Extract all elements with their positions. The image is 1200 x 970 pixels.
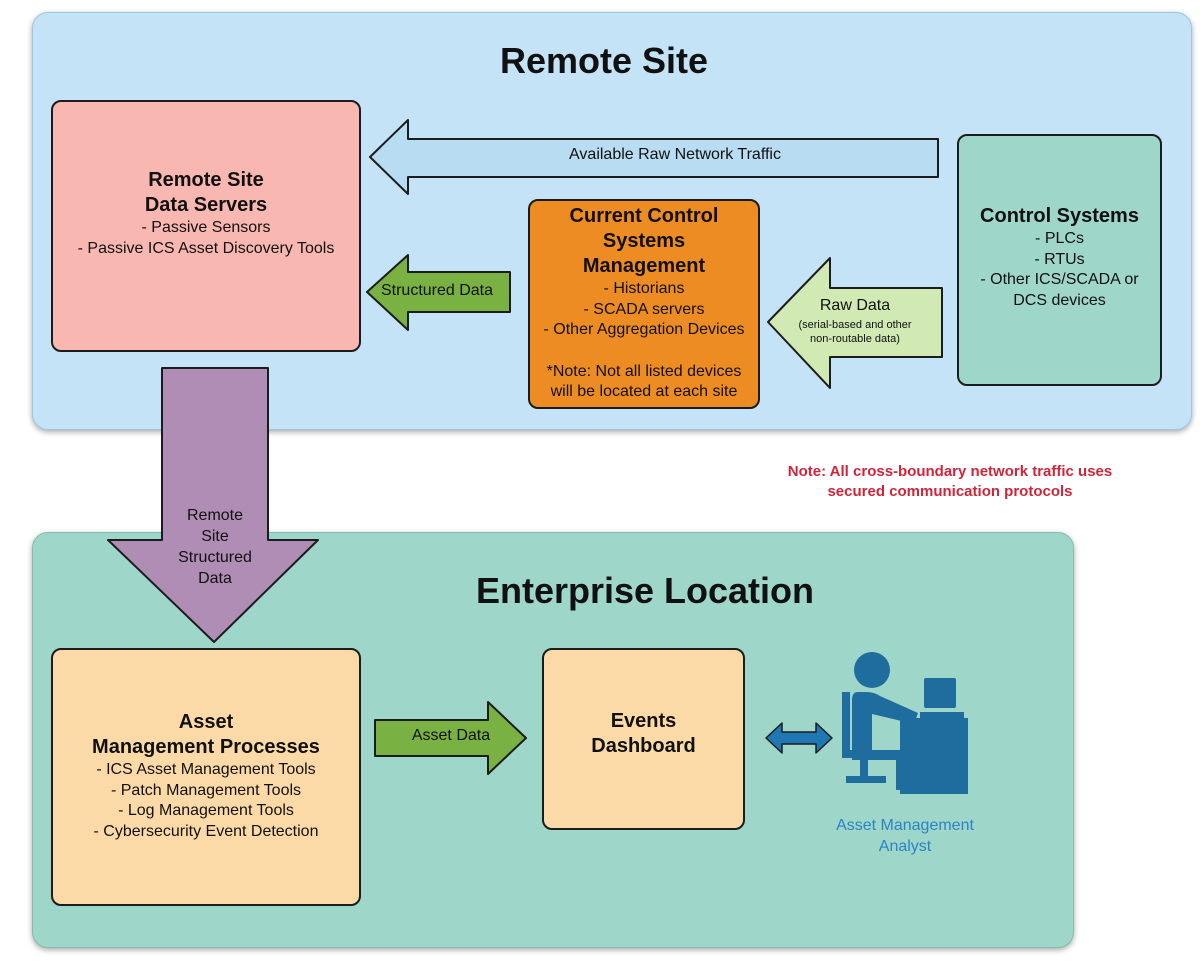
raw-data-arrow (767, 257, 943, 389)
enterprise-location-title: Enterprise Location (475, 570, 815, 611)
asset-mgmt-item: - Cybersecurity Event Detection (93, 822, 319, 840)
events-dashboard-title-line: Dashboard (591, 735, 696, 757)
asset-mgmt-title-line: Asset (178, 711, 234, 733)
events-dashboard-title-line: Events (610, 710, 677, 732)
remote-servers-item: - Passive Sensors (141, 219, 271, 236)
control-systems-item: - RTUs (1034, 250, 1085, 268)
asset-mgmt-title-line: Management Processes (92, 736, 320, 758)
analyst-caption-line: Analyst (878, 838, 932, 855)
raw-data-subline: (serial-based and other (798, 319, 912, 331)
structured-data-label: Structured Data (380, 282, 494, 299)
raw-data-subline: non-routable data) (810, 333, 900, 345)
control-mgmt-title-line: Current Control (569, 205, 719, 227)
remote-structured-data-label-line: Site (201, 528, 229, 545)
asset-mgmt-item: - Patch Management Tools (110, 781, 302, 799)
events-dashboard-box: Events Dashboard (542, 648, 745, 830)
control-systems-title: Control Systems (980, 205, 1139, 227)
remote-site-title: Remote Site (499, 40, 709, 81)
control-mgmt-note-line: *Note: Not all listed devices (546, 362, 742, 380)
current-control-systems-management-box: Current Control Systems Management - His… (528, 199, 760, 409)
control-systems-box: Control Systems - PLCs - RTUs - Other IC… (957, 134, 1162, 386)
asset-mgmt-item: - ICS Asset Management Tools (96, 761, 316, 778)
control-mgmt-item: - Historians (603, 280, 685, 297)
control-systems-item: DCS devices (1013, 291, 1106, 309)
structured-data-arrow (366, 254, 511, 331)
remote-structured-data-label-line: Data (198, 570, 232, 587)
control-mgmt-item: - Other Aggregation Devices (543, 321, 745, 338)
remote-structured-data-label-line: Structured (178, 549, 252, 566)
raw-network-traffic-arrow (369, 119, 939, 195)
control-mgmt-title-line: Management (582, 255, 706, 277)
remote-structured-data-label-line: Remote (186, 507, 244, 524)
remote-servers-title-line: Data Servers (144, 194, 268, 216)
remote-servers-item: - Passive ICS Asset Discovery Tools (77, 239, 335, 257)
asset-data-label: Asset Data (411, 727, 491, 744)
remote-structured-data-arrow (107, 367, 319, 643)
analyst-caption-line: Asset Management (836, 817, 974, 834)
raw-network-traffic-label: Available Raw Network Traffic (569, 146, 781, 163)
asset-management-processes-box: Asset Management Processes - ICS Asset M… (51, 648, 361, 906)
analyst-caption: Asset Management Analyst (810, 815, 1000, 857)
security-note: Note: All cross-boundary network traffic… (740, 462, 1160, 502)
person-at-computer-icon (842, 652, 968, 794)
control-mgmt-note-line: will be located at each site (550, 383, 738, 400)
security-note-line: secured communication protocols (827, 483, 1073, 500)
remote-servers-title-line: Remote Site (148, 169, 264, 191)
remote-site-data-servers-box: Remote Site Data Servers - Passive Senso… (51, 100, 361, 352)
security-note-line: Note: All cross-boundary network traffic… (787, 463, 1113, 480)
bidirectional-arrow-icon (765, 722, 833, 754)
control-mgmt-item: - SCADA servers (583, 300, 705, 318)
control-systems-item: - Other ICS/SCADA or (980, 271, 1139, 288)
raw-data-label: Raw Data (819, 297, 891, 314)
control-mgmt-title-line: Systems (602, 230, 686, 252)
control-systems-item: - PLCs (1035, 230, 1084, 247)
asset-mgmt-item: - Log Management Tools (118, 802, 294, 819)
asset-data-arrow (374, 701, 527, 775)
